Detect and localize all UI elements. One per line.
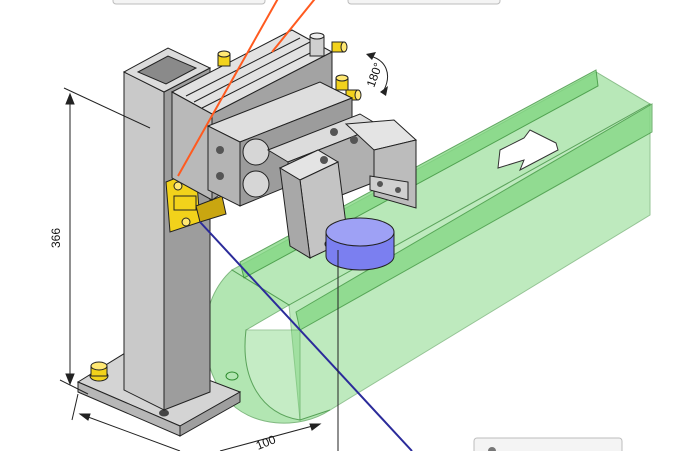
flow-direction-arrow	[497, 129, 559, 172]
leader-line-blue	[199, 221, 413, 451]
base-side	[179, 391, 241, 437]
column-front	[123, 71, 165, 411]
workpiece	[325, 217, 395, 271]
top-button-right[interactable]	[347, 0, 501, 5]
rotation-indicator	[366, 52, 388, 96]
dimension-height-label: 366	[49, 228, 63, 248]
gripper	[266, 113, 418, 259]
bottom-right-panel[interactable]	[473, 437, 623, 451]
base-screw	[89, 361, 109, 382]
flow-valve	[309, 32, 325, 57]
conveyor-end-hole	[225, 371, 239, 381]
column-top-hole	[136, 55, 198, 85]
air-fitting-3	[335, 74, 349, 91]
conveyor-end-inner	[244, 329, 301, 421]
air-fitting-1	[217, 50, 231, 67]
dimension-height	[59, 87, 151, 395]
gear-icon	[488, 447, 496, 451]
leader-line-orange-2	[271, 0, 316, 53]
rotation-label: 180°	[364, 61, 386, 89]
top-button-left[interactable]	[112, 0, 266, 5]
conveyor-front-rail	[295, 103, 653, 331]
air-fitting-2	[331, 41, 348, 53]
dimension-depth	[71, 393, 322, 451]
leader-line-orange-1	[177, 0, 279, 177]
dimension-depth-label: 100	[254, 432, 278, 451]
base-hole	[159, 409, 169, 417]
